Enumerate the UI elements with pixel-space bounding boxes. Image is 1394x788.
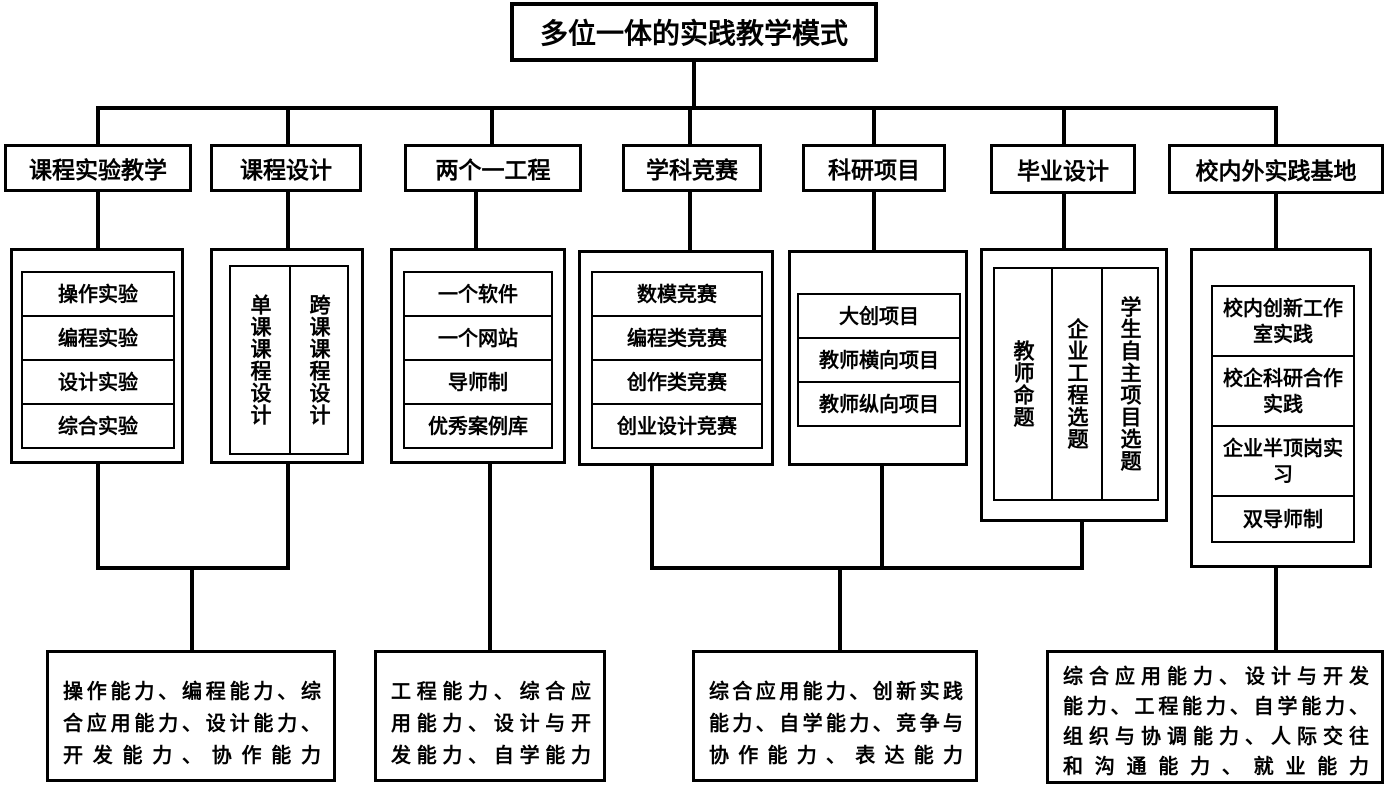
group-course-experiment: 操作实验 编程实验 设计实验 综合实验: [10, 248, 184, 464]
category-graduation-design: 毕业设计: [990, 144, 1136, 194]
list-item: 学生自主项目选题: [1101, 267, 1159, 501]
outcome-line: 用能力、设计与开: [391, 711, 591, 735]
connector: [650, 566, 1084, 570]
connector: [286, 106, 290, 146]
list-item: 导师制: [403, 359, 553, 405]
list-item: 校企科研合作实践: [1211, 355, 1355, 427]
outcome-line: 组织与协调能力、人际交往: [1063, 724, 1369, 748]
outcome-box: 工程能力、综合应 用能力、设计与开 发能力、自学能力: [374, 650, 606, 782]
category-research-project: 科研项目: [802, 144, 946, 192]
list-item: 教师横向项目: [797, 337, 961, 383]
connector: [1274, 566, 1278, 652]
outcome-line: 合应用能力、设计能力、: [63, 711, 321, 735]
category-practice-base: 校内外实践基地: [1168, 144, 1384, 194]
list-item: 大创项目: [797, 293, 961, 339]
list-item: 数模竞赛: [591, 271, 763, 317]
list-item: 校内创新工作室实践: [1211, 285, 1355, 357]
group-graduation-design: 教师命题 企业工程选题 学生自主项目选题: [980, 248, 1168, 522]
connector: [650, 464, 654, 570]
connector: [688, 106, 692, 146]
connector: [838, 566, 842, 652]
outcome-line: 操作能力、编程能力、综: [63, 679, 321, 703]
connector: [490, 106, 494, 146]
group-course-design: 单课课程设计 跨课课程设计: [210, 248, 364, 464]
outcome-line: 开发能力、协作能力: [63, 743, 321, 767]
list-item: 一个软件: [403, 271, 553, 317]
list-item: 教师命题: [993, 267, 1053, 501]
outcome-line: 能力、工程能力、自学能力、: [1063, 694, 1369, 718]
list-item: 教师纵向项目: [797, 381, 961, 427]
list-item: 企业工程选题: [1051, 267, 1103, 501]
connector: [692, 60, 696, 108]
category-competition: 学科竞赛: [622, 144, 762, 192]
list-item: 综合实验: [21, 403, 175, 449]
list-item: 双导师制: [1211, 495, 1355, 543]
category-two-one-project: 两个一工程: [404, 144, 582, 192]
list-item: 跨课课程设计: [289, 265, 349, 455]
connector: [96, 106, 100, 146]
connector: [1062, 194, 1066, 250]
group-research-project: 大创项目 教师横向项目 教师纵向项目: [788, 250, 968, 466]
category-course-experiment: 课程实验教学: [4, 144, 192, 192]
list-item: 创作类竞赛: [591, 359, 763, 405]
list-item: 单课课程设计: [229, 265, 291, 455]
group-practice-base: 校内创新工作室实践 校企科研合作实践 企业半顶岗实习 双导师制: [1190, 248, 1372, 568]
connector: [872, 190, 876, 250]
outcome-line: 综合应用能力、设计与开发: [1063, 664, 1369, 688]
list-item: 编程实验: [21, 315, 175, 361]
connector: [286, 190, 290, 250]
group-competition: 数模竞赛 编程类竞赛 创作类竞赛 创业设计竞赛: [578, 250, 774, 466]
connector: [1062, 106, 1066, 146]
connector: [96, 106, 1278, 110]
connector: [1274, 106, 1278, 146]
category-course-design: 课程设计: [210, 144, 362, 192]
outcome-box: 操作能力、编程能力、综 合应用能力、设计能力、 开发能力、协作能力: [46, 650, 336, 782]
outcome-line: 发能力、自学能力: [391, 743, 591, 767]
list-item: 企业半顶岗实习: [1211, 425, 1355, 497]
group-two-one-project: 一个软件 一个网站 导师制 优秀案例库: [390, 248, 566, 464]
connector: [474, 190, 478, 250]
list-item: 操作实验: [21, 271, 175, 317]
outcome-line: 能力、自学能力、竞争与: [709, 711, 963, 735]
outcome-line: 和沟通能力、就业能力: [1063, 754, 1369, 778]
connector: [96, 190, 100, 250]
outcome-box: 综合应用能力、创新实践 能力、自学能力、竞争与 协作能力、表达能力: [692, 650, 978, 782]
connector: [688, 190, 692, 250]
outcome-line: 综合应用能力、创新实践: [709, 679, 963, 703]
list-item: 创业设计竞赛: [591, 403, 763, 449]
connector: [1080, 520, 1084, 570]
connector: [286, 462, 290, 570]
connector: [872, 106, 876, 146]
list-item: 一个网站: [403, 315, 553, 361]
connector: [96, 462, 100, 570]
outcome-box: 综合应用能力、设计与开发 能力、工程能力、自学能力、 组织与协调能力、人际交往 …: [1046, 650, 1384, 784]
diagram-title: 多位一体的实践教学模式: [510, 2, 878, 62]
connector: [190, 566, 194, 652]
outcome-line: 工程能力、综合应: [391, 679, 591, 703]
list-item: 设计实验: [21, 359, 175, 405]
connector: [1274, 194, 1278, 250]
list-item: 编程类竞赛: [591, 315, 763, 361]
list-item: 优秀案例库: [403, 403, 553, 449]
connector: [488, 462, 492, 652]
connector: [880, 464, 884, 570]
outcome-line: 协作能力、表达能力: [709, 743, 963, 767]
